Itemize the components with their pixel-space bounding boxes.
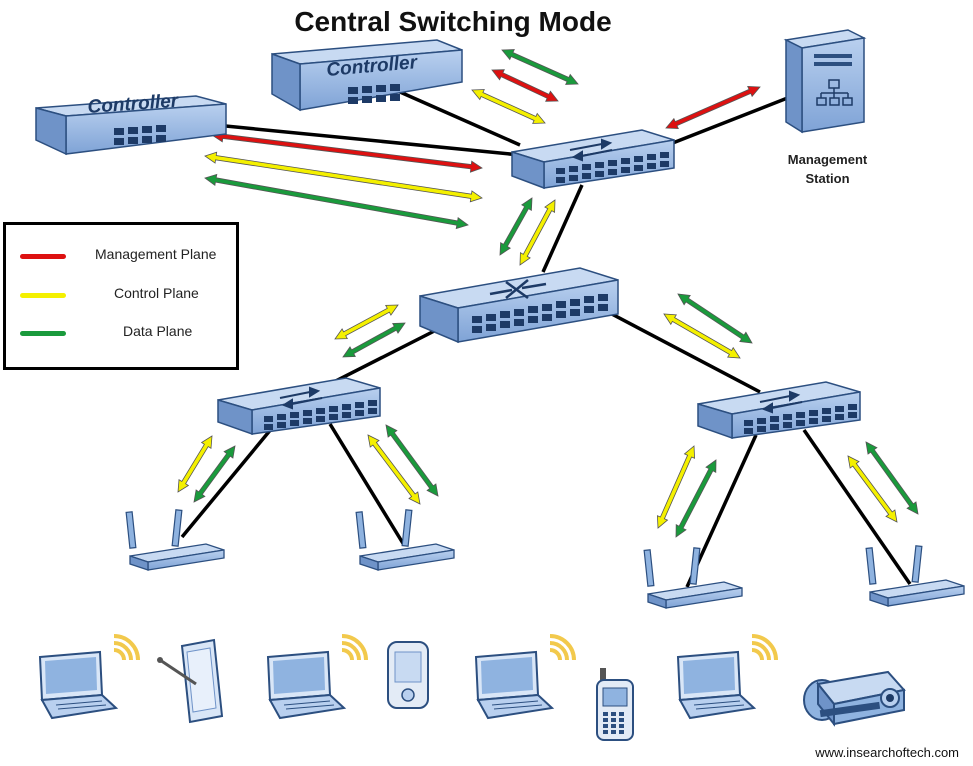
access-switch-right[interactable] [697, 381, 861, 440]
link-router-rightswitch [607, 310, 761, 394]
legend-item-management: Management Plane [20, 246, 235, 266]
link-rightswitch-ap4 [802, 429, 912, 585]
link-core-router [541, 184, 584, 273]
ap-3[interactable] [643, 547, 743, 609]
client-devices [38, 634, 906, 741]
control-plane-arrow [519, 199, 556, 266]
distribution-router[interactable] [419, 267, 619, 344]
control-plane-arrow [847, 455, 898, 523]
control-plane-arrow [656, 445, 696, 529]
link-controller1-core [204, 122, 521, 157]
data-plane-arrow [385, 424, 439, 497]
pda-icon[interactable] [387, 641, 429, 709]
router-arrows-icon [489, 279, 547, 300]
laptop-icon[interactable] [266, 634, 368, 720]
data-plane-arrow [501, 49, 579, 85]
controller-1-ports [114, 125, 166, 145]
access-switch-left-ports [264, 400, 377, 430]
tablet-icon[interactable] [157, 638, 224, 724]
ap-4[interactable] [865, 545, 965, 607]
legend-item-data: Data Plane [20, 323, 235, 343]
link-leftswitch-ap1 [180, 426, 274, 539]
legend-label-data: Data Plane [123, 323, 193, 339]
controller-2-ports [348, 84, 400, 104]
data-plane-arrow [675, 459, 717, 538]
access-switch-left[interactable] [217, 377, 381, 436]
link-controller2-core [399, 90, 521, 147]
control-plane-arrow [367, 434, 421, 505]
legend-item-control: Control Plane [20, 285, 235, 305]
links [180, 90, 912, 588]
diagram-title: Central Switching Mode [294, 6, 612, 37]
link-leftswitch-ap2 [328, 423, 406, 546]
legend-label-control: Control Plane [114, 285, 199, 301]
data-plane-arrow [499, 197, 533, 256]
cellphone-icon[interactable] [596, 668, 634, 741]
control-plane-arrow [471, 89, 546, 124]
ap-2[interactable] [355, 509, 455, 571]
wifi-signal-icon [549, 634, 576, 661]
controller-1[interactable]: Controller [35, 91, 227, 156]
legend-swatch-data [20, 331, 66, 336]
control-plane-arrow [204, 151, 483, 203]
legend-swatch-control [20, 293, 66, 298]
footer-url: www.insearchoftech.com [815, 745, 959, 760]
link-server-core [659, 95, 791, 150]
core-switch[interactable] [511, 129, 675, 190]
wifi-signal-icon [341, 634, 368, 661]
wifi-signal-icon [751, 634, 778, 661]
core-switch-ports [556, 152, 669, 183]
laptop-icon[interactable] [676, 634, 778, 720]
legend-label-management: Management Plane [95, 246, 217, 262]
data-plane-arrow [204, 173, 469, 230]
controller-2[interactable]: Controller [271, 39, 463, 112]
data-plane-arrow [342, 322, 406, 358]
laptop-icon[interactable] [474, 634, 576, 720]
data-plane-arrow [865, 441, 919, 515]
switch-arrows-icon [759, 390, 803, 414]
switch-arrows-icon [279, 386, 323, 410]
plane-arrows [177, 49, 919, 538]
control-plane-arrow [334, 304, 399, 340]
data-plane-arrow [677, 293, 753, 344]
access-switch-right-ports [744, 404, 857, 434]
management-plane-arrow [491, 69, 559, 102]
router-ports [472, 294, 608, 333]
management-plane-arrow [665, 85, 761, 130]
laptop-icon[interactable] [38, 634, 140, 720]
wifi-signal-icon [113, 634, 140, 661]
data-plane-arrow [193, 445, 236, 503]
org-chart-icon [816, 79, 853, 106]
control-plane-arrow [177, 435, 213, 493]
switch-arrows-icon [569, 138, 613, 162]
management-station[interactable] [783, 29, 867, 134]
legend: Management Plane Control Plane Data Plan… [3, 222, 239, 370]
ap-1[interactable] [125, 509, 225, 571]
legend-swatch-management [20, 254, 66, 259]
camera-icon[interactable] [803, 670, 906, 727]
control-plane-arrow [663, 313, 741, 359]
management-station-label: Management Station [787, 152, 868, 186]
